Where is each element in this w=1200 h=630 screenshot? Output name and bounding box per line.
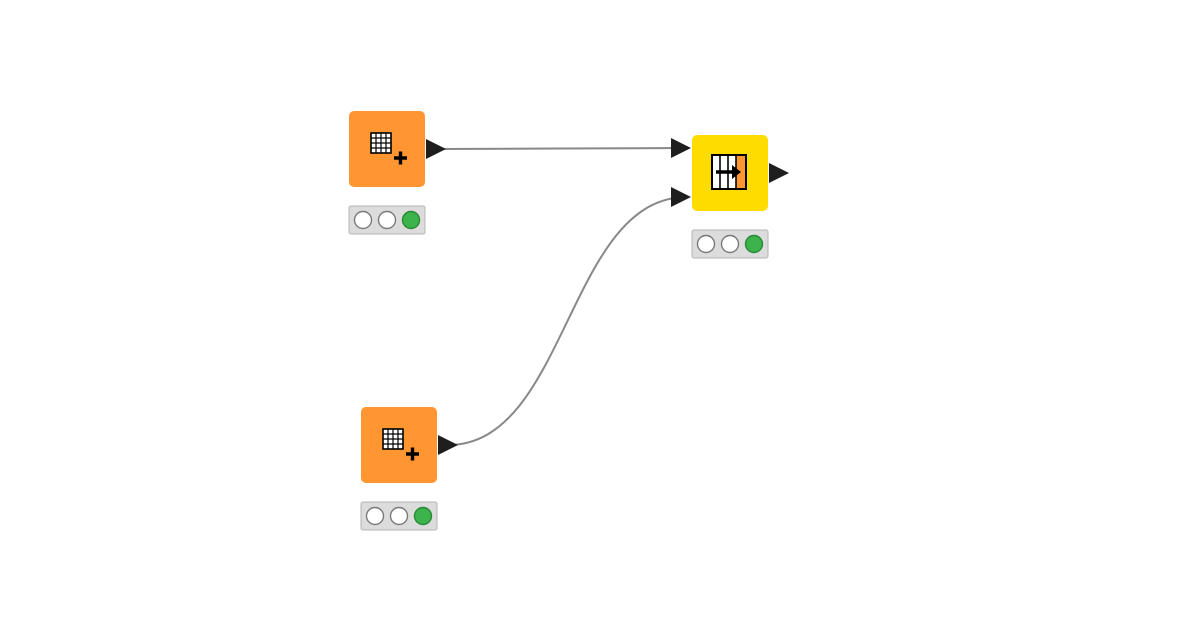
- connection-table-creator-2-to-joiner[interactable]: [447, 196, 688, 446]
- arrow-head: [732, 165, 741, 179]
- output-port[interactable]: [426, 139, 446, 159]
- status-light-off: [353, 210, 373, 230]
- node-joiner[interactable]: [671, 135, 789, 259]
- table-add-icon: [382, 428, 419, 461]
- plus-icon: [406, 447, 419, 461]
- status-light-off: [389, 506, 409, 526]
- nodes-layer: [348, 111, 789, 531]
- connections-layer: [435, 147, 688, 446]
- input-port[interactable]: [671, 138, 691, 158]
- status-indicator: [691, 229, 769, 259]
- connection-table-creator-1-to-joiner[interactable]: [435, 147, 688, 150]
- plus-icon: [394, 151, 407, 165]
- status-light-green: [744, 234, 764, 254]
- output-port[interactable]: [438, 435, 458, 455]
- input-port[interactable]: [671, 187, 691, 207]
- output-port[interactable]: [769, 163, 789, 183]
- status-indicator: [360, 501, 438, 531]
- status-light-green: [413, 506, 433, 526]
- status-indicator: [348, 205, 426, 235]
- status-light-off: [696, 234, 716, 254]
- node-table-creator-1[interactable]: [348, 111, 446, 235]
- column-append-icon: [711, 154, 747, 190]
- status-light-off: [365, 506, 385, 526]
- status-light-off: [377, 210, 397, 230]
- status-light-off: [720, 234, 740, 254]
- node-table-creator-2[interactable]: [360, 407, 458, 531]
- status-light-green: [401, 210, 421, 230]
- table-add-icon: [370, 132, 407, 165]
